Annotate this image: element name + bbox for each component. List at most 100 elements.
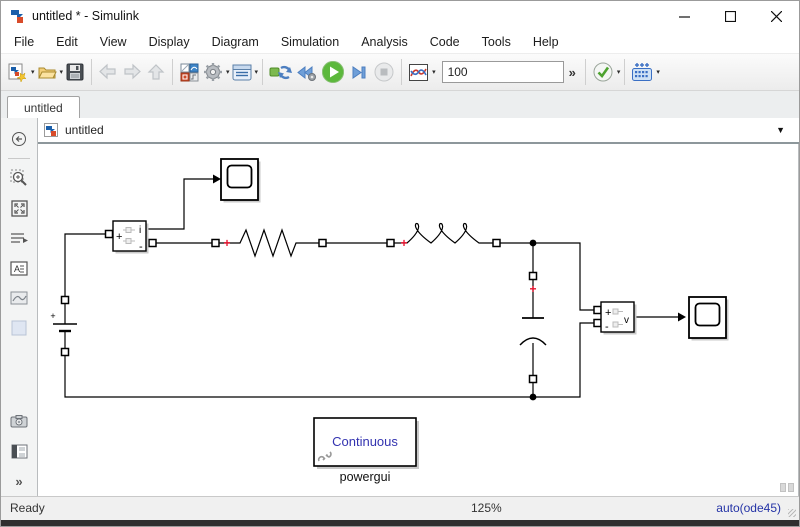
menu-edit[interactable]: Edit <box>56 34 78 49</box>
zoom-region-icon[interactable] <box>6 165 32 191</box>
image-annotation-icon[interactable] <box>6 285 32 311</box>
menu-diagram[interactable]: Diagram <box>211 34 259 49</box>
open-button[interactable] <box>35 58 59 86</box>
menu-display[interactable]: Display <box>148 34 190 49</box>
model-advisor-button[interactable] <box>590 58 616 86</box>
powergui-name-label: powergui <box>340 470 391 484</box>
simulation-mode-caret-icon[interactable]: ▾ <box>432 69 436 76</box>
stop-button[interactable] <box>371 58 397 86</box>
palette-separator <box>8 158 30 159</box>
simulation-mode-button[interactable] <box>406 58 431 86</box>
menu-simulation[interactable]: Simulation <box>280 34 340 49</box>
capacitor-plus-marker: + <box>529 282 536 296</box>
model-canvas[interactable]: + + + + <box>38 144 799 496</box>
annotation-icon[interactable]: A <box>6 255 32 281</box>
scope-block-2[interactable] <box>688 296 729 341</box>
solver-indicator[interactable]: auto(ode45) <box>716 501 781 515</box>
up-to-parent-button[interactable] <box>144 58 168 86</box>
step-back-button[interactable] <box>294 58 319 86</box>
breadcrumb-dropdown-icon[interactable]: ▼ <box>776 125 785 135</box>
powergui-continuous-label: Continuous <box>332 434 398 449</box>
settings-gear-button[interactable] <box>201 58 225 86</box>
toolbar-separator <box>262 59 264 85</box>
stop-time-input[interactable] <box>441 61 564 83</box>
current-plus-label: + <box>116 231 122 243</box>
screenshot-camera-icon[interactable] <box>6 408 32 434</box>
scrollbar-hint[interactable] <box>780 483 794 492</box>
zoom-level: 125% <box>471 501 502 515</box>
tab-label: untitled <box>24 100 63 115</box>
toolbar-separator <box>172 59 174 85</box>
tab-bar: untitled <box>1 91 799 118</box>
signal-routing-icon[interactable] <box>6 225 32 251</box>
model-configuration-caret-icon[interactable]: ▾ <box>254 69 259 76</box>
resize-grip[interactable] <box>788 509 796 517</box>
port-squares <box>60 229 602 384</box>
palette-sidebar: A <box>1 118 38 496</box>
voltage-measurement-block[interactable]: + - v <box>600 301 637 335</box>
inductor-plus-marker: + <box>400 236 407 250</box>
menu-bar: File Edit View Display Diagram Simulatio… <box>1 31 799 54</box>
menu-view[interactable]: View <box>99 34 127 49</box>
run-button[interactable] <box>319 58 347 86</box>
toolbar-separator <box>584 59 586 85</box>
window-title: untitled * - Simulink <box>32 9 139 23</box>
current-measurement-block[interactable]: i + - <box>112 220 149 254</box>
junction-dot <box>529 393 537 401</box>
model-icon <box>44 123 58 137</box>
toolbar-overflow-button[interactable]: » <box>568 64 576 80</box>
broken-link-icon <box>317 451 332 462</box>
build-button[interactable] <box>629 58 655 86</box>
voltage-v-label: v <box>624 315 629 326</box>
status-text: Ready <box>10 501 45 515</box>
save-button[interactable] <box>63 58 87 86</box>
polarity-markers: + + + <box>223 236 536 296</box>
menu-file[interactable]: File <box>14 34 35 49</box>
simulink-logo-icon <box>11 10 23 23</box>
toolbar-separator <box>624 59 626 85</box>
model-configuration-button[interactable] <box>230 58 254 86</box>
maximize-button[interactable] <box>707 1 753 31</box>
settings-caret-icon[interactable]: ▾ <box>226 69 230 76</box>
powergui-block[interactable]: Continuous powergui <box>313 417 419 484</box>
wires[interactable] <box>64 178 679 398</box>
open-caret-icon[interactable]: ▾ <box>59 69 64 76</box>
fit-to-view-icon[interactable] <box>6 195 32 221</box>
area-box-icon[interactable] <box>6 315 32 341</box>
tab-untitled[interactable]: untitled <box>7 96 80 118</box>
library-browser-button[interactable] <box>177 58 201 86</box>
step-forward-button[interactable] <box>347 58 371 86</box>
menu-tools[interactable]: Tools <box>481 34 511 49</box>
toolbar-separator <box>91 59 93 85</box>
toolbar: ▾ ▾ <box>1 54 799 91</box>
menu-help[interactable]: Help <box>532 34 559 49</box>
resistor-plus-marker: + <box>223 236 230 250</box>
signal-arrowhead <box>213 174 221 184</box>
breadcrumb: untitled ▼ <box>38 118 799 144</box>
signal-arrowhead <box>678 312 686 322</box>
model-browser-icon[interactable] <box>6 438 32 464</box>
dc-voltage-source[interactable]: + <box>50 311 77 333</box>
back-button[interactable] <box>96 58 120 86</box>
update-diagram-button[interactable] <box>267 58 294 86</box>
build-caret-icon[interactable]: ▾ <box>656 69 660 76</box>
new-model-caret-icon[interactable]: ▾ <box>31 69 35 76</box>
breadcrumb-model-name[interactable]: untitled <box>65 123 104 137</box>
current-minus-label: - <box>139 241 143 253</box>
menu-analysis[interactable]: Analysis <box>361 34 408 49</box>
title-bar: untitled * - Simulink <box>1 1 799 31</box>
current-i-label: i <box>139 225 141 236</box>
new-model-button[interactable] <box>5 58 30 86</box>
menu-code[interactable]: Code <box>429 34 460 49</box>
close-button[interactable] <box>753 1 799 31</box>
forward-button[interactable] <box>120 58 144 86</box>
minimize-button[interactable] <box>661 1 707 31</box>
battery-plus-label: + <box>50 311 55 321</box>
scope-block-1[interactable] <box>220 158 261 203</box>
hide-browser-icon[interactable] <box>6 126 32 152</box>
toolbar-separator <box>401 59 403 85</box>
palette-collapse-icon[interactable]: » <box>15 473 23 489</box>
model-advisor-caret-icon[interactable]: ▾ <box>616 69 621 76</box>
capacitor-branch[interactable] <box>519 317 547 346</box>
